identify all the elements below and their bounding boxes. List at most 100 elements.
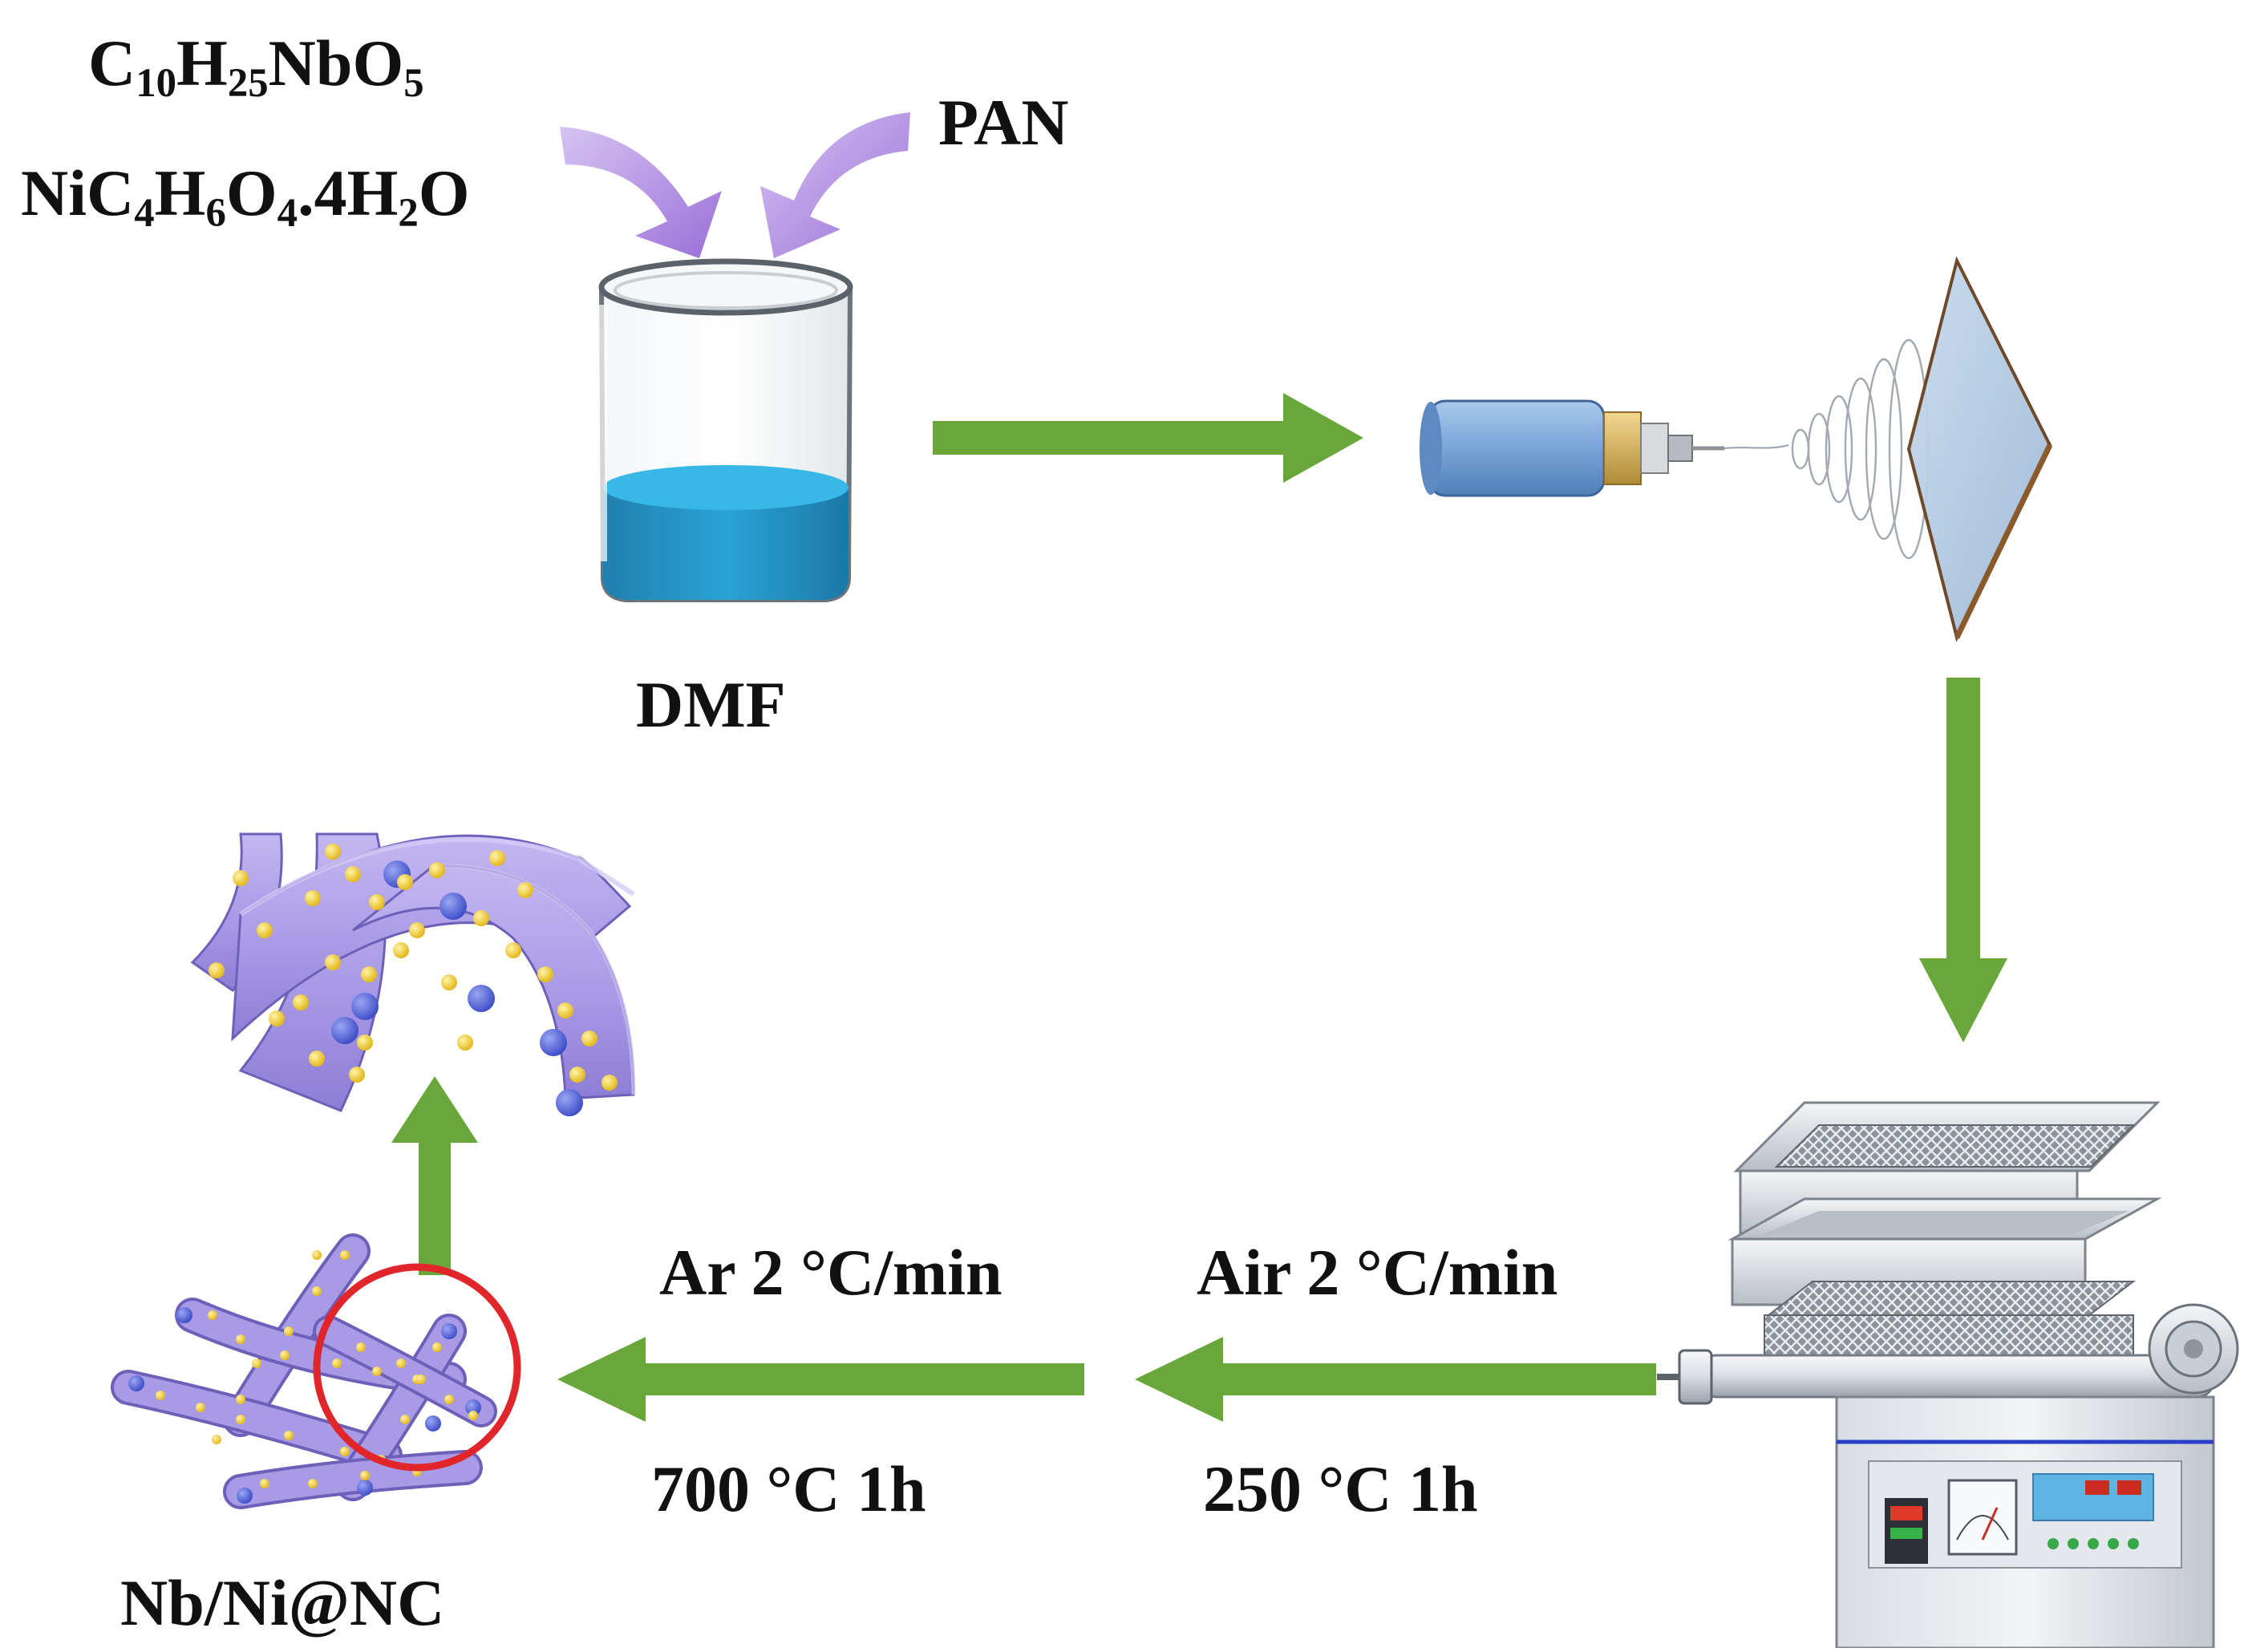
nb-particle — [439, 893, 467, 920]
ni-particle — [309, 1051, 325, 1067]
flow-arrow-left-ar — [557, 1337, 1084, 1422]
formula-part: NiC — [21, 156, 135, 229]
ni-particle — [369, 894, 385, 910]
ni-particle — [489, 850, 505, 866]
nb-particle — [176, 1307, 192, 1323]
nb-particle — [351, 993, 379, 1020]
nb-particle — [331, 1017, 358, 1044]
ni-particle — [252, 1358, 261, 1368]
ni-particle — [505, 942, 521, 958]
ni-particle — [325, 844, 341, 860]
ni-particle — [432, 1342, 442, 1352]
ni-particle — [236, 1415, 245, 1424]
ni-particle — [416, 1375, 426, 1384]
ni-particle — [156, 1391, 165, 1400]
nb-particle — [468, 985, 495, 1012]
nb-particle — [441, 1323, 457, 1339]
ni-particle — [269, 1010, 285, 1026]
formula-part: 2 — [398, 190, 419, 236]
ni-particle — [400, 1415, 410, 1424]
formula-part: O — [225, 156, 277, 229]
formula-part: 25 — [227, 60, 269, 106]
air-hold-label: 250 °C 1h — [1203, 1452, 1478, 1525]
niobium-precursor-label: C10H25NbO5 — [88, 30, 424, 103]
ni-particle — [236, 1395, 245, 1404]
ni-particle — [280, 1350, 290, 1360]
ni-particle — [457, 1035, 473, 1051]
ni-particle — [312, 1286, 322, 1296]
formula-part: H — [176, 26, 228, 99]
tube-furnace-icon — [1657, 1101, 2239, 1650]
ni-particle — [441, 974, 457, 990]
ni-particle — [340, 1447, 350, 1456]
ni-particle — [581, 1030, 597, 1047]
ar-rate-label: Ar 2 °C/min — [659, 1236, 1002, 1309]
ni-particle — [345, 866, 361, 882]
ni-particle — [397, 874, 413, 890]
ni-particle — [236, 1334, 245, 1344]
product-label: Nb/Ni@NC — [120, 1566, 445, 1639]
nb-particle — [425, 1415, 441, 1431]
ni-particle — [233, 870, 249, 886]
ni-particle — [557, 1002, 573, 1018]
ni-particle — [429, 862, 445, 878]
beaker-icon — [598, 258, 853, 602]
ni-particle — [468, 1411, 478, 1420]
nb-particle — [465, 1399, 481, 1415]
ni-particle — [361, 966, 377, 982]
formula-part: 5 — [403, 60, 424, 106]
ni-particle — [356, 1342, 366, 1352]
air-rate-label: Air 2 °C/min — [1197, 1236, 1558, 1309]
ni-particle — [444, 1395, 454, 1404]
formula-part: H — [154, 156, 206, 229]
ni-particle — [372, 1367, 382, 1376]
nb-ni-nc-fiber-network-icon — [111, 1233, 497, 1509]
ni-particle — [473, 910, 489, 926]
ni-particle — [396, 1358, 406, 1368]
particles-layer — [128, 844, 618, 1504]
ni-particle — [409, 922, 425, 938]
ni-particle — [284, 1326, 294, 1336]
ni-particle — [308, 1479, 318, 1488]
nickel-precursor-label: NiC4H6O4.4H2O — [21, 160, 470, 233]
solvent-label: DMF — [636, 668, 786, 741]
reagent-arrow-right — [760, 112, 910, 258]
nb-particle — [540, 1029, 567, 1056]
ni-particle — [212, 1435, 221, 1444]
ni-particle — [209, 962, 225, 978]
formula-part: 4 — [134, 190, 155, 236]
formula-part: 4 — [277, 190, 298, 236]
ni-particle — [537, 966, 553, 982]
electrospinning-setup-icon — [1420, 256, 2053, 642]
ni-particle — [260, 1479, 269, 1488]
formula-part: .4H — [298, 156, 399, 229]
polymer-label: PAN — [938, 86, 1069, 159]
ni-particle — [517, 882, 533, 898]
ni-particle — [284, 1431, 294, 1440]
ni-particle — [332, 1358, 342, 1368]
nb-particle — [357, 1480, 373, 1496]
nb-particle — [128, 1375, 144, 1391]
formula-part: 10 — [136, 60, 177, 106]
ni-particle — [257, 922, 273, 938]
flow-arrow-right — [933, 393, 1363, 483]
formula-part: 6 — [205, 190, 226, 236]
formula-part: NbO — [268, 26, 404, 99]
flow-arrow-left-air — [1135, 1337, 1656, 1422]
formula-part: O — [418, 156, 470, 229]
ni-particle — [569, 1067, 585, 1083]
ni-particle — [601, 1075, 618, 1091]
reagent-arrow-left — [560, 127, 722, 258]
ni-particle — [293, 994, 309, 1010]
ni-particle — [312, 1250, 322, 1260]
ni-particle — [393, 942, 409, 958]
nb-ni-nc-fiber-detail-icon — [190, 832, 636, 1112]
ni-particle — [357, 1035, 373, 1051]
ni-particle — [360, 1471, 370, 1480]
formula-part: C — [88, 26, 136, 99]
ni-particle — [208, 1310, 217, 1320]
nb-particle — [556, 1089, 583, 1116]
nb-particle — [237, 1488, 253, 1504]
